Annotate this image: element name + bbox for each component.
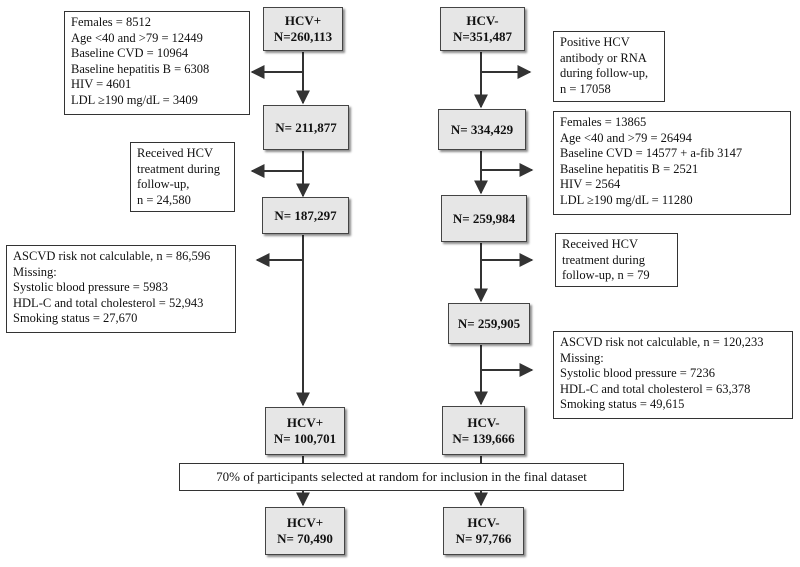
count-label: N= 334,429 xyxy=(450,121,514,137)
hcv-negative-start-box: HCV- N=351,487 xyxy=(440,7,525,51)
note-line: treatment during xyxy=(137,161,220,176)
note-line: HIV = 2564 xyxy=(560,177,621,191)
note-line: Age <40 and >79 = 12449 xyxy=(71,30,203,45)
note-line: Baseline hepatitis B = 2521 xyxy=(560,161,699,176)
right-ascvd-missing-box: ASCVD risk not calculable, n = 120,233 M… xyxy=(553,331,793,419)
count-label: N= 100,701 xyxy=(273,431,337,446)
hcv-negative-step3-box: N= 259,905 xyxy=(448,303,530,344)
note-line: follow-up, xyxy=(137,177,190,191)
left-exclusion-criteria-box: Females = 8512 Age <40 and >79 = 12449 B… xyxy=(64,11,250,115)
note-line: n = 24,580 xyxy=(137,192,191,207)
note-line: Systolic blood pressure = 5983 xyxy=(13,280,168,294)
note-line: Positive HCV xyxy=(560,35,630,49)
right-positive-hcv-box: Positive HCV antibody or RNA during foll… xyxy=(553,31,665,102)
note-line: Missing: xyxy=(560,350,604,365)
hcv-positive-prefinal-box: HCV+ N= 100,701 xyxy=(265,407,345,455)
count-label: N= 259,984 xyxy=(452,210,516,226)
note-line: ASCVD risk not calculable, n = 120,233 xyxy=(560,335,764,349)
right-hcv-treatment-box: Received HCV treatment during follow-up,… xyxy=(555,233,678,287)
note-line: Baseline CVD = 10964 xyxy=(71,46,189,60)
note-line: HDL-C and total cholesterol = 63,378 xyxy=(560,381,751,396)
note-line: Females = 13865 xyxy=(560,115,647,129)
note-line: Smoking status = 49,615 xyxy=(560,397,685,411)
note-line: Smoking status = 27,670 xyxy=(13,311,138,325)
note-line: LDL ≥190 mg/dL = 3409 xyxy=(71,92,198,107)
hcv-negative-final-box: HCV- N= 97,766 xyxy=(443,507,524,555)
group-label: HCV+ xyxy=(284,13,322,28)
right-exclusion-criteria-box: Females = 13865 Age <40 and >79 = 26494 … xyxy=(553,111,791,215)
group-label: HCV- xyxy=(467,414,500,430)
count-label: N=260,113 xyxy=(273,29,333,44)
note-line: ASCVD risk not calculable, n = 86,596 xyxy=(13,249,211,263)
hcv-negative-prefinal-box: HCV- N= 139,666 xyxy=(442,406,525,455)
note-line: Age <40 and >79 = 26494 xyxy=(560,130,692,145)
group-label: HCV- xyxy=(467,515,500,530)
left-ascvd-missing-box: ASCVD risk not calculable, n = 86,596 Mi… xyxy=(6,245,236,333)
hcv-positive-start-box: HCV+ N=260,113 xyxy=(263,7,343,51)
note-line: HIV = 4601 xyxy=(71,77,132,91)
group-label: HCV+ xyxy=(286,415,324,430)
count-label: N= 187,297 xyxy=(274,207,337,223)
note-line: treatment during xyxy=(562,252,645,267)
count-label: N= 139,666 xyxy=(452,430,515,446)
note-line: LDL ≥190 mg/dL = 11280 xyxy=(560,192,693,207)
note-line: Females = 8512 xyxy=(71,15,151,29)
hcv-negative-step2-box: N= 259,984 xyxy=(441,195,527,242)
note-line: Missing: xyxy=(13,264,57,279)
hcv-negative-step1-box: N= 334,429 xyxy=(438,109,526,150)
count-label: N= 211,877 xyxy=(275,119,337,135)
note-line: Baseline hepatitis B = 6308 xyxy=(71,61,210,76)
group-label: HCV- xyxy=(466,13,499,28)
count-label: N= 97,766 xyxy=(455,531,512,546)
count-label: N=351,487 xyxy=(452,29,513,44)
note-line: n = 17058 xyxy=(560,81,611,96)
hcv-positive-final-box: HCV+ N= 70,490 xyxy=(265,507,345,555)
note-line: Received HCV xyxy=(137,146,214,160)
note-line: during follow-up, xyxy=(560,66,649,80)
note-line: HDL-C and total cholesterol = 52,943 xyxy=(13,295,204,310)
hcv-positive-step2-box: N= 187,297 xyxy=(262,197,349,234)
group-label: HCV+ xyxy=(286,515,324,530)
note-line: Baseline CVD = 14577 + a-fib 3147 xyxy=(560,146,743,160)
note-line: Received HCV xyxy=(562,237,639,251)
left-hcv-treatment-box: Received HCV treatment during follow-up,… xyxy=(130,142,235,212)
count-label: N= 259,905 xyxy=(457,315,521,331)
hcv-positive-step1-box: N= 211,877 xyxy=(263,105,349,150)
note-line: antibody or RNA xyxy=(560,50,647,65)
note-line: Systolic blood pressure = 7236 xyxy=(560,366,715,380)
count-label: N= 70,490 xyxy=(277,531,333,546)
random-selection-banner: 70% of participants selected at random f… xyxy=(179,463,624,491)
note-line: follow-up, n = 79 xyxy=(562,268,650,282)
